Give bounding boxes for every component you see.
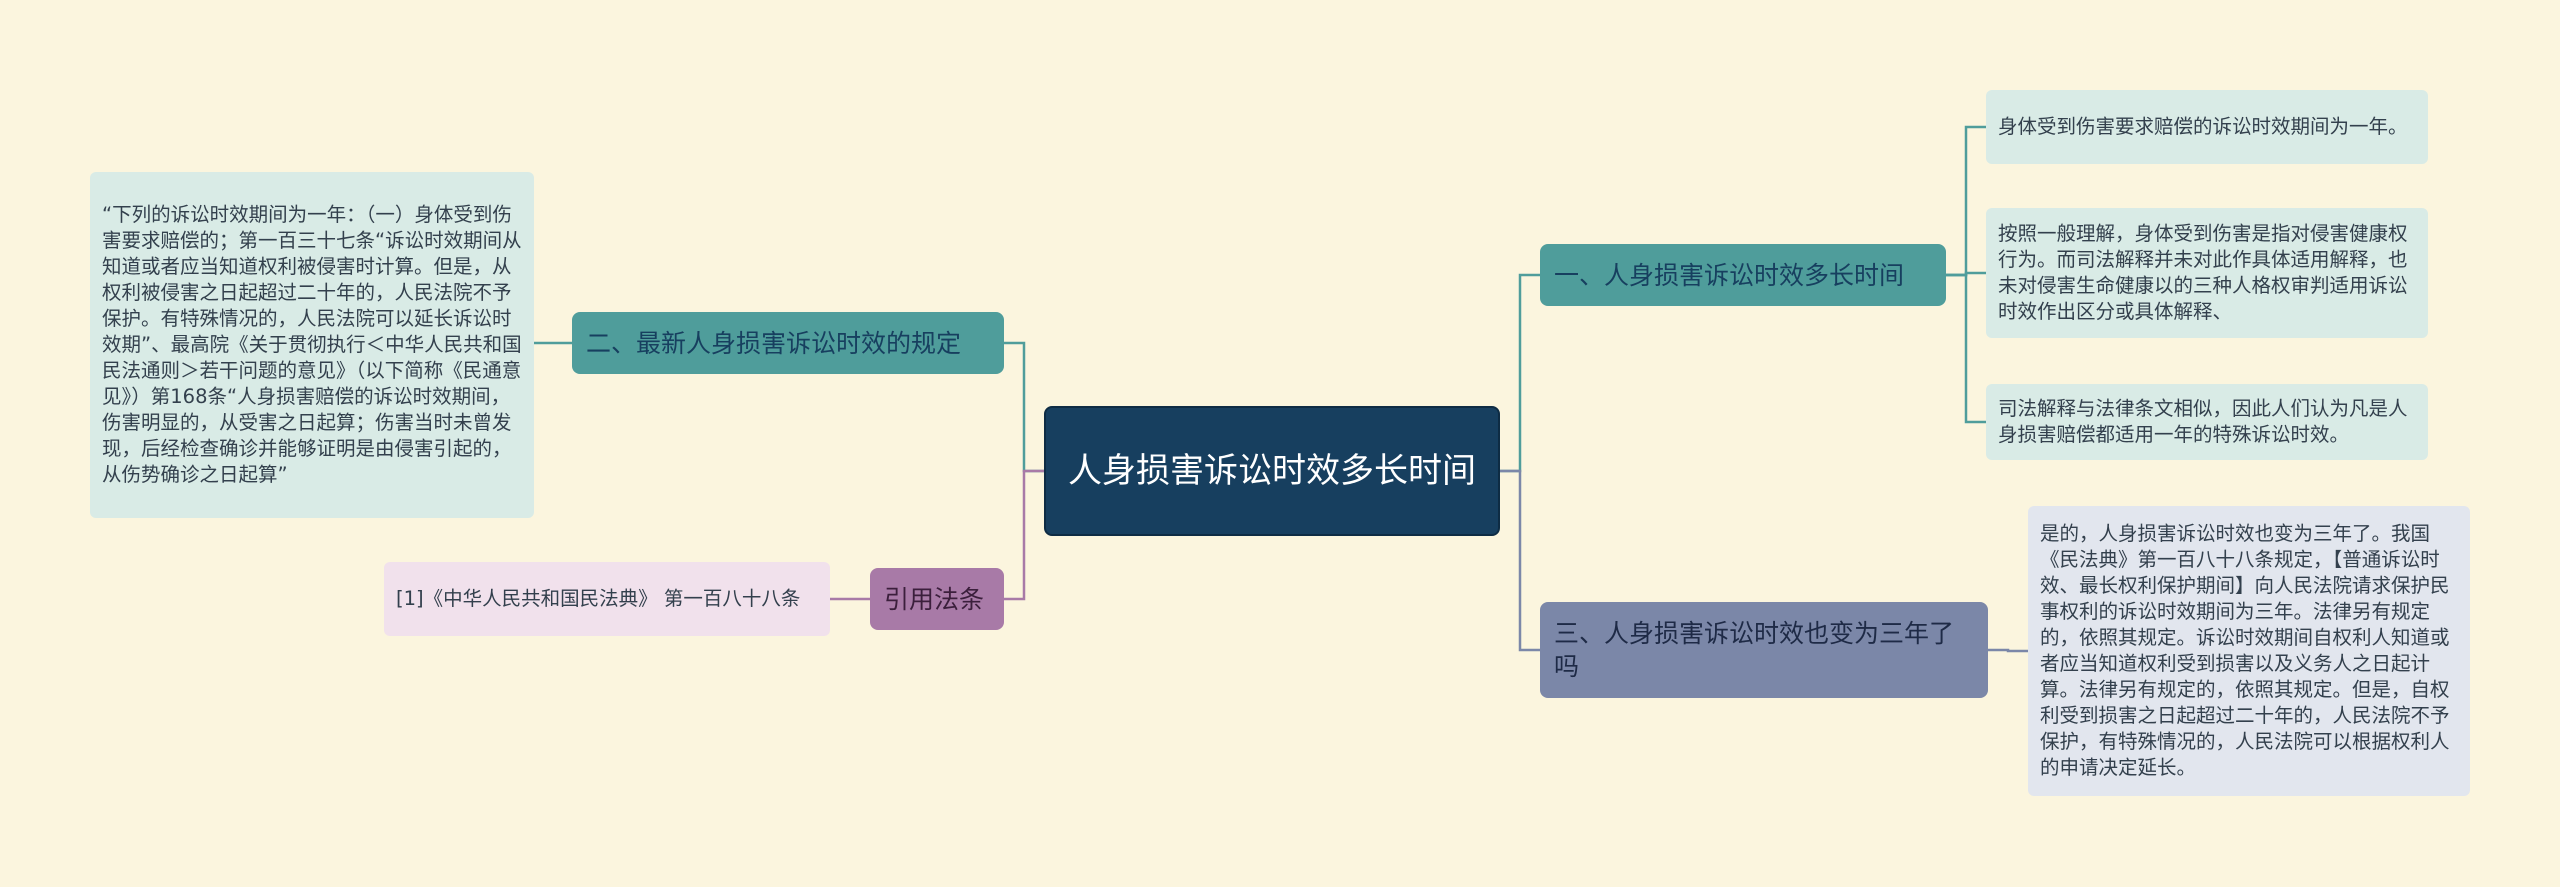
leaf-text: 司法解释与法律条文相似，因此人们认为凡是人身损害赔偿都适用一年的特殊诉讼时效。 bbox=[1998, 397, 2408, 446]
root-topic[interactable]: 人身损害诉讼时效多长时间 bbox=[1044, 406, 1500, 536]
leaf-judicial-interpretation[interactable]: 司法解释与法律条文相似，因此人们认为凡是人身损害赔偿都适用一年的特殊诉讼时效。 bbox=[1986, 384, 2428, 460]
branch-label: 引用法条 bbox=[884, 584, 985, 614]
leaf-one-year-rule[interactable]: 身体受到伤害要求赔偿的诉讼时效期间为一年。 bbox=[1986, 90, 2428, 164]
root-topic-label: 人身损害诉讼时效多长时间 bbox=[1068, 451, 1476, 491]
leaf-text: [1]《中华人民共和国民法典》 第一百八十八条 bbox=[396, 587, 801, 610]
link-root-b2 bbox=[1004, 341, 1044, 473]
link-root-b1 bbox=[1500, 273, 1540, 473]
leaf-text: 是的，人身损害诉讼时效也变为三年了。我国《民法典》第一百八十八条规定，【普通诉讼… bbox=[2040, 522, 2450, 779]
leaf-text: “下列的诉讼时效期间为一年：（一）身体受到伤害要求赔偿的；第一百三十七条“诉讼时… bbox=[102, 203, 522, 486]
link-b4-l6 bbox=[1988, 648, 2028, 653]
branch-three-years[interactable]: 三、人身损害诉讼时效也变为三年了吗 bbox=[1540, 602, 1988, 698]
leaf-civil-code-citation[interactable]: [1]《中华人民共和国民法典》 第一百八十八条 bbox=[384, 562, 830, 636]
branch-duration[interactable]: 一、人身损害诉讼时效多长时间 bbox=[1540, 244, 1946, 306]
leaf-three-year-answer[interactable]: 是的，人身损害诉讼时效也变为三年了。我国《民法典》第一百八十八条规定，【普通诉讼… bbox=[2028, 506, 2470, 796]
link-root-b3 bbox=[1004, 469, 1044, 601]
branch-label: 二、最新人身损害诉讼时效的规定 bbox=[586, 328, 962, 358]
link-root-b4 bbox=[1500, 469, 1540, 652]
leaf-text: 按照一般理解，身体受到伤害是指对侵害健康权行为。而司法解释并未对此作具体适用解释… bbox=[1998, 222, 2408, 323]
link-b1-l1 bbox=[1946, 125, 1986, 277]
leaf-text: 身体受到伤害要求赔偿的诉讼时效期间为一年。 bbox=[1998, 115, 2408, 138]
branch-label: 一、人身损害诉讼时效多长时间 bbox=[1554, 260, 1905, 290]
leaf-legal-provisions[interactable]: “下列的诉讼时效期间为一年：（一）身体受到伤害要求赔偿的；第一百三十七条“诉讼时… bbox=[90, 172, 534, 518]
link-b1-l3 bbox=[1946, 273, 1986, 424]
branch-label: 三、人身损害诉讼时效也变为三年了吗 bbox=[1554, 619, 1955, 681]
branch-latest-rules[interactable]: 二、最新人身损害诉讼时效的规定 bbox=[572, 312, 1004, 374]
leaf-general-understanding[interactable]: 按照一般理解，身体受到伤害是指对侵害健康权行为。而司法解释并未对此作具体适用解释… bbox=[1986, 208, 2428, 338]
branch-cited-laws[interactable]: 引用法条 bbox=[870, 568, 1004, 630]
